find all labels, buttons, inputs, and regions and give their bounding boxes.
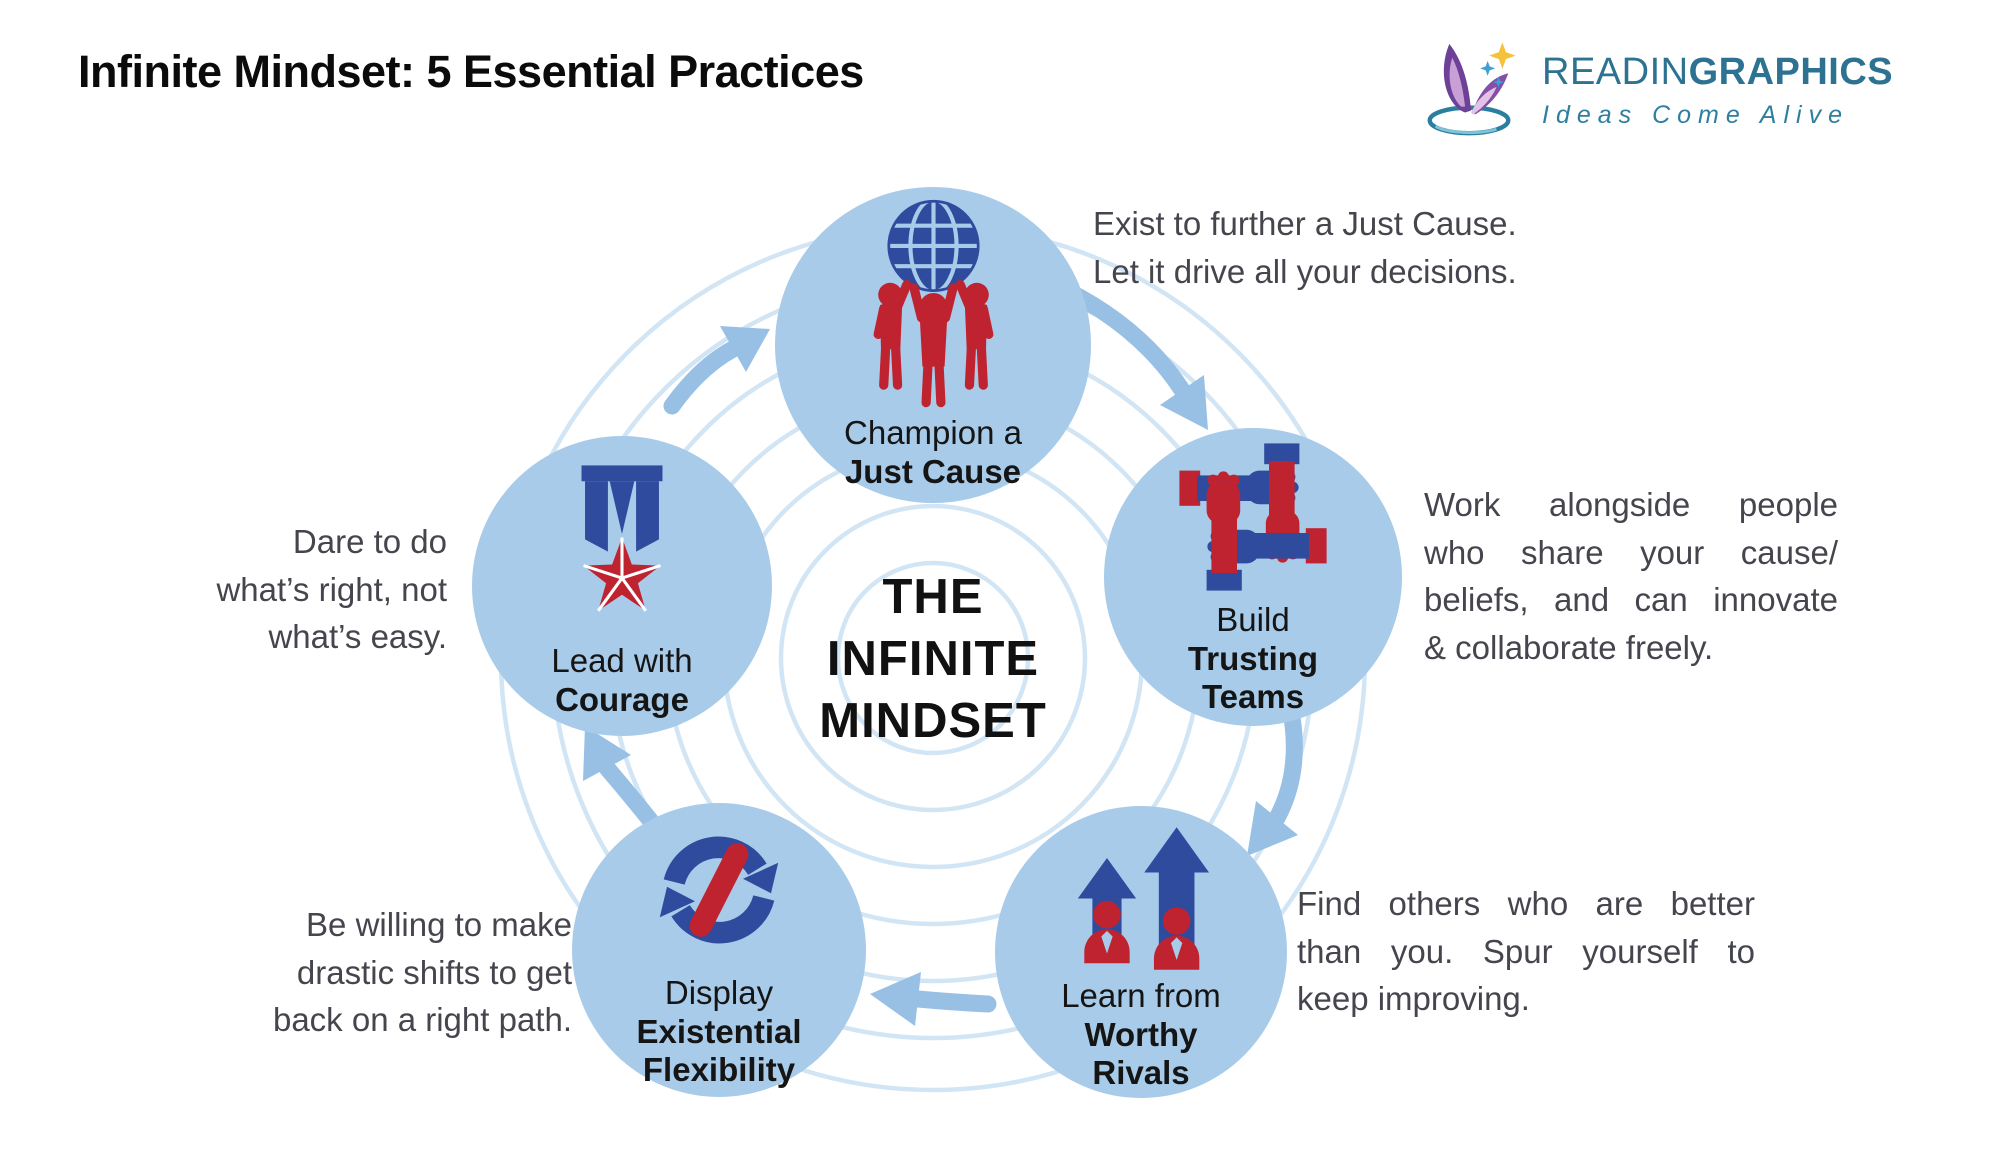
practice-circle-trusting-teams: Build Trusting Teams	[1104, 428, 1402, 726]
arrow-rivals-to-flexibility	[909, 990, 997, 1013]
rising-rivals-icon	[1077, 827, 1210, 970]
brand-logo: READINGRAPHICS Ideas Come Alive	[1410, 34, 1893, 142]
practice-label-worthy-rivals: Learn from Worthy Rivals	[1061, 977, 1221, 1092]
practice-label-just-cause: Champion a Just Cause	[844, 414, 1022, 490]
arrow-courage-to-just-cause	[663, 340, 742, 415]
practice-note-just-cause: Exist to further a Just Cause.Let it dri…	[1093, 205, 1517, 290]
globe-team-icon	[873, 200, 993, 408]
practice-circle-worthy-rivals: Learn from Worthy Rivals	[995, 806, 1287, 1098]
practice-label-trusting-teams: Build Trusting Teams	[1187, 601, 1319, 716]
practice-circle-just-cause: Champion a Just Cause	[775, 187, 1091, 503]
practice-circle-courage: Lead with Courage	[472, 436, 772, 736]
brand-name: READINGRAPHICS	[1542, 51, 1894, 93]
cycle-shift-icon	[659, 836, 779, 944]
practice-label-courage: Lead with Courage	[551, 641, 693, 718]
brand-text: READINGRAPHICS Ideas Come Alive	[1542, 34, 1893, 130]
interlocked-hands-icon	[1179, 443, 1327, 591]
practice-label-existential-flexibility: Display Existential Flexibility	[636, 974, 802, 1089]
medal-star-icon	[581, 465, 663, 612]
page-title: Infinite Mindset: 5 Essential Practices	[78, 46, 864, 97]
practice-circle-existential-flexibility: Display Existential Flexibility	[572, 803, 866, 1097]
book-sparkle-logo-icon	[1427, 42, 1516, 136]
brand-tagline: Ideas Come Alive	[1542, 100, 1849, 129]
